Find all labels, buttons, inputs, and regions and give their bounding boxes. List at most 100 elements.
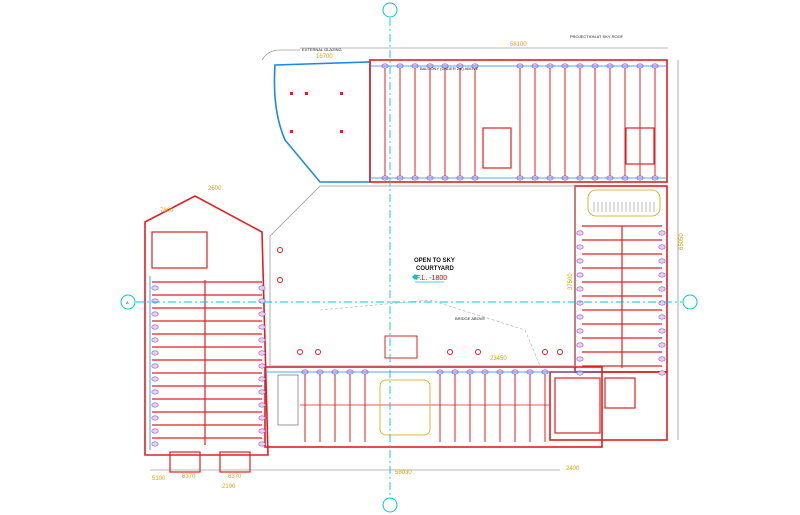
courtyard-title-line1: OPEN TO SKY: [414, 258, 455, 264]
dim-bottom-left-3: 6370: [228, 474, 242, 480]
door-marker: [658, 258, 666, 264]
door-marker: [576, 356, 584, 362]
door-marker: [258, 415, 266, 421]
door-marker: [658, 244, 666, 250]
note-bridge: BRIDGE ABOVE: [455, 316, 485, 321]
door-marker: [576, 244, 584, 250]
column: [340, 130, 343, 133]
courtyard-title-line2: COURTYARD: [416, 266, 454, 272]
note-balcony: BALCONY (UNDER 2m) ABOVE: [420, 66, 479, 71]
column: [340, 92, 343, 95]
dim-bottom-left-1: 5100: [152, 476, 166, 482]
door-marker: [258, 311, 266, 317]
dim-right-wing: 37500: [568, 273, 574, 290]
grid-marker-top: [382, 2, 398, 18]
column: [297, 349, 303, 355]
door-marker: [658, 328, 666, 334]
door-marker: [258, 350, 266, 356]
door-marker: [151, 441, 159, 447]
door-marker: [658, 370, 666, 376]
door-marker: [576, 300, 584, 306]
plan-details: [149, 63, 667, 473]
column: [447, 349, 453, 355]
bottom-right-block: [549, 371, 668, 441]
column: [277, 277, 283, 283]
level-marker-icon: [412, 274, 418, 280]
building-walls: [144, 59, 668, 456]
dim-bottom-small: 2100: [222, 484, 236, 490]
column: [542, 349, 548, 355]
column: [475, 349, 481, 355]
dimension-lines: [150, 47, 679, 471]
stair-core: [151, 231, 208, 269]
entrance-stair: [384, 335, 418, 359]
door-marker: [576, 272, 584, 278]
door-marker: [151, 363, 159, 369]
door-marker: [576, 230, 584, 236]
door-marker: [576, 258, 584, 264]
door-marker: [576, 342, 584, 348]
door-marker: [658, 342, 666, 348]
door-marker: [658, 300, 666, 306]
stair-core: [219, 451, 251, 473]
dim-top-overall: 58100: [510, 42, 527, 48]
grid-marker-left: [120, 294, 136, 310]
door-marker: [658, 286, 666, 292]
dim-right-overall: 65050: [679, 233, 685, 250]
door-marker: [151, 415, 159, 421]
atrium-lobby: [379, 379, 431, 436]
lift-core: [625, 127, 655, 165]
door-marker: [151, 285, 159, 291]
grid-marker-bottom: [382, 497, 398, 513]
door-marker: [658, 230, 666, 236]
courtyard-edge: [269, 185, 576, 367]
escalator: [587, 189, 661, 217]
projection-line: [319, 299, 541, 367]
door-marker: [576, 370, 584, 376]
door-marker: [151, 337, 159, 343]
dim-top-left: 16700: [316, 54, 333, 60]
door-marker: [258, 337, 266, 343]
top-wing: [369, 59, 668, 183]
grid-axes: [136, 18, 682, 497]
column: [557, 349, 563, 355]
dim-courtyard-bottom: 23450: [490, 356, 507, 362]
door-marker: [258, 389, 266, 395]
door-marker: [258, 441, 266, 447]
column: [315, 349, 321, 355]
note-external-glazing: EXTERNAL GLAZING: [302, 47, 342, 52]
door-marker: [258, 376, 266, 382]
door-marker: [258, 298, 266, 304]
door-marker: [658, 356, 666, 362]
column: [290, 130, 293, 133]
lift-core: [482, 127, 512, 169]
column: [305, 92, 308, 95]
dim-bottom-left-2: 6370: [182, 474, 196, 480]
door-marker: [151, 376, 159, 382]
grid-markers: [120, 2, 698, 513]
dim-bottom-vertical: 2400: [566, 466, 580, 472]
door-marker: [258, 402, 266, 408]
lift-core: [554, 377, 601, 434]
dim-bottom-overall: 58030: [395, 470, 412, 476]
door-marker: [151, 389, 159, 395]
door-marker: [258, 428, 266, 434]
dim-left-diag: 7800: [160, 208, 174, 214]
door-marker: [576, 314, 584, 320]
left-wing: [144, 195, 269, 456]
door-marker: [258, 324, 266, 330]
door-marker: [258, 285, 266, 291]
column: [277, 247, 283, 253]
column: [290, 92, 293, 95]
grid-label: A: [126, 300, 129, 305]
door-marker: [258, 363, 266, 369]
dim-left-top: 2600: [208, 186, 222, 192]
door-marker: [658, 272, 666, 278]
door-marker: [151, 350, 159, 356]
stair-core: [169, 451, 201, 473]
lift-core: [604, 377, 636, 409]
door-marker: [151, 298, 159, 304]
top-left-hall: [273, 61, 371, 183]
door-marker: [576, 328, 584, 334]
